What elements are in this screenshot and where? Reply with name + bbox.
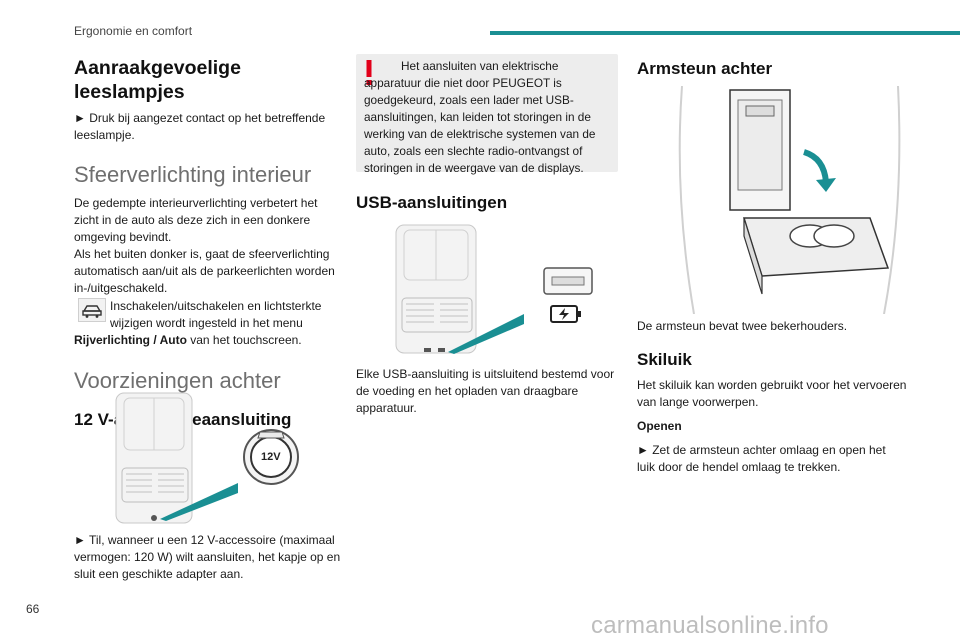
heading-usb: USB-aansluitingen: [356, 193, 508, 212]
armrest-text: De armsteun bevat twee bekerhouders.: [637, 319, 848, 333]
menu-suffix: van het touchscreen.: [186, 333, 302, 347]
usb-text: Elke USB-aansluiting is uitsluitend best…: [356, 367, 615, 415]
warning-text: Het aansluiten van elektrische apparatuu…: [364, 59, 596, 175]
menu-path: Rijverlichting / Auto: [74, 333, 187, 347]
heading-ski-hatch: Skiluik: [637, 350, 692, 369]
watermark: carmanualsonline.info: [591, 612, 829, 639]
column-left: Aanraakgevoelige leeslampjes ► Druk bij …: [74, 56, 344, 431]
armrest-text-block: De armsteun bevat twee bekerhouders. Ski…: [637, 318, 907, 476]
touch-lamps-text: ► Druk bij aangezet contact op het betre…: [74, 111, 326, 142]
open-text: ► Zet de armsteun achter omlaag en open …: [637, 443, 886, 474]
open-label: Openen: [637, 419, 682, 433]
12v-socket-label: 12V: [261, 451, 281, 463]
illustration-12v-socket: 12V: [112, 392, 302, 527]
12v-socket-text: ► Til, wanneer u een 12 V-accessoire (ma…: [74, 533, 341, 581]
column-right: Armsteun achter: [637, 58, 903, 80]
heading-touch-lamps: Aanraakgevoelige leeslampjes: [74, 57, 241, 103]
ambient-menu-line: Rijverlichting / Auto van het touchscree…: [74, 332, 344, 349]
usb-text-block: Elke USB-aansluiting is uitsluitend best…: [356, 366, 618, 417]
illustration-usb: [392, 224, 598, 358]
exclamation-warning-icon: [366, 60, 372, 85]
ambient-paragraph-2: Als het buiten donker is, gaat de sfeerv…: [74, 247, 335, 295]
battery-charge-icon: [550, 304, 582, 324]
section-label: Ergonomie en comfort: [74, 24, 193, 38]
illustration-armrest: [674, 85, 904, 315]
warning-box: Het aansluiten van elektrische apparatuu…: [356, 54, 618, 175]
ambient-icon-text: Inschakelen/uitschakelen en lichtsterkte…: [110, 299, 322, 330]
ambient-menu-note: Inschakelen/uitschakelen en lichtsterkte…: [74, 298, 344, 332]
acc-text-block: ► Til, wanneer u een 12 V-accessoire (ma…: [74, 532, 346, 583]
heading-ambient-lighting: Sfeerverlichting interieur: [74, 162, 312, 187]
column-middle: USB-aansluitingen: [356, 192, 618, 214]
page-number: 66: [26, 602, 40, 616]
ski-hatch-text: Het skiluik kan worden gebruikt voor het…: [637, 378, 907, 409]
header-accent-bar: [490, 31, 960, 35]
heading-rear-armrest: Armsteun achter: [637, 59, 773, 78]
car-lights-icon: [74, 298, 110, 332]
ambient-paragraph-1: De gedempte interieurverlichting verbete…: [74, 196, 318, 244]
heading-rear-equipment: Voorzieningen achter: [74, 368, 281, 393]
